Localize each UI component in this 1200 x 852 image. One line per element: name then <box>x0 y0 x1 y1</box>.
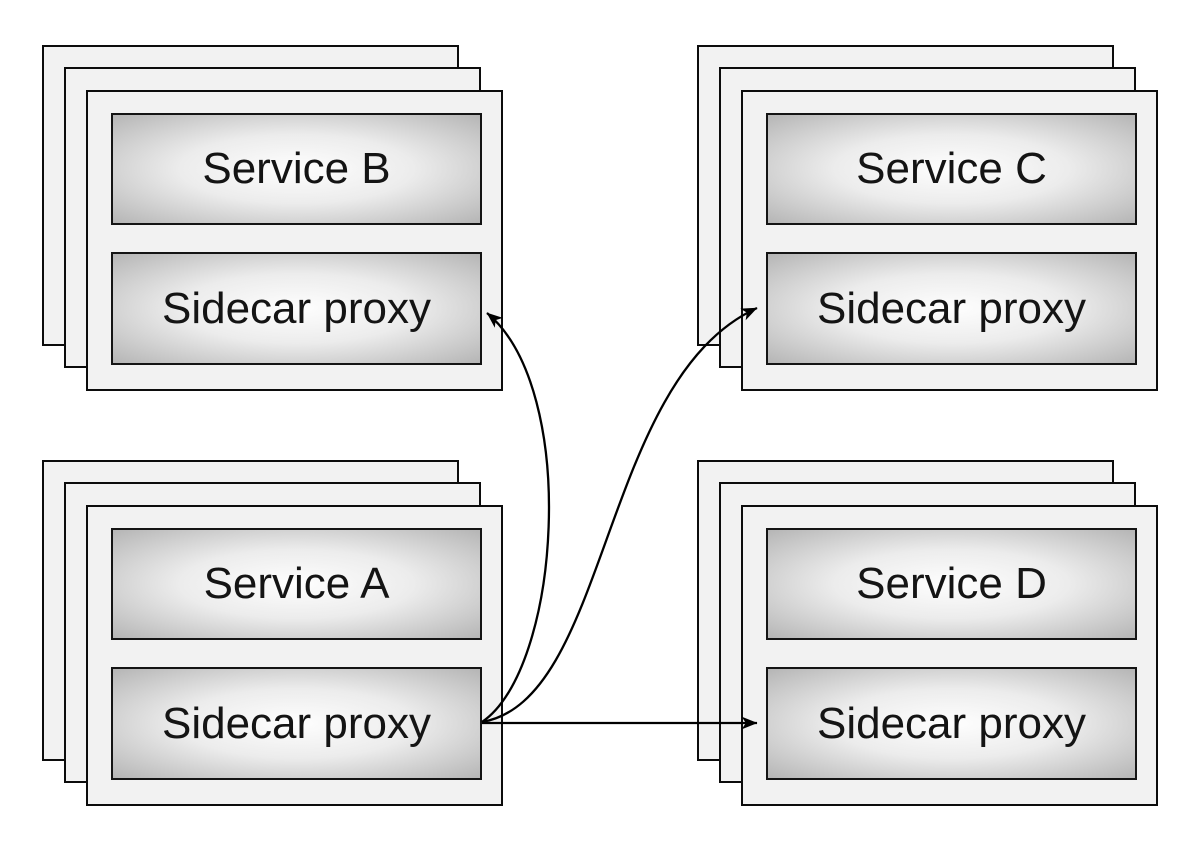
service-c-box: Service C <box>766 113 1137 225</box>
service-d-card: Service D Sidecar proxy <box>741 505 1158 806</box>
service-d-label: Service D <box>856 559 1047 608</box>
service-d-box: Service D <box>766 528 1137 640</box>
service-b-sidecar-proxy-box: Sidecar proxy <box>111 252 482 365</box>
service-c-sidecar-proxy-box: Sidecar proxy <box>766 252 1137 365</box>
service-d-sidecar-proxy-label: Sidecar proxy <box>816 698 1086 748</box>
service-a-sidecar-proxy-label: Sidecar proxy <box>161 698 431 748</box>
service-b-label: Service B <box>202 144 391 193</box>
service-a-sidecar-proxy-box: Sidecar proxy <box>111 667 482 780</box>
service-a-label: Service A <box>203 559 390 608</box>
service-c-card: Service C Sidecar proxy <box>741 90 1158 391</box>
service-a-box: Service A <box>111 528 482 640</box>
service-b-card: Service B Sidecar proxy <box>86 90 503 391</box>
service-a-card: Service A Sidecar proxy <box>86 505 503 806</box>
service-c-sidecar-proxy-label: Sidecar proxy <box>816 283 1086 333</box>
service-b-box: Service B <box>111 113 482 225</box>
service-b-sidecar-proxy-label: Sidecar proxy <box>161 283 431 333</box>
service-c-label: Service C <box>856 144 1047 193</box>
service-d-sidecar-proxy-box: Sidecar proxy <box>766 667 1137 780</box>
